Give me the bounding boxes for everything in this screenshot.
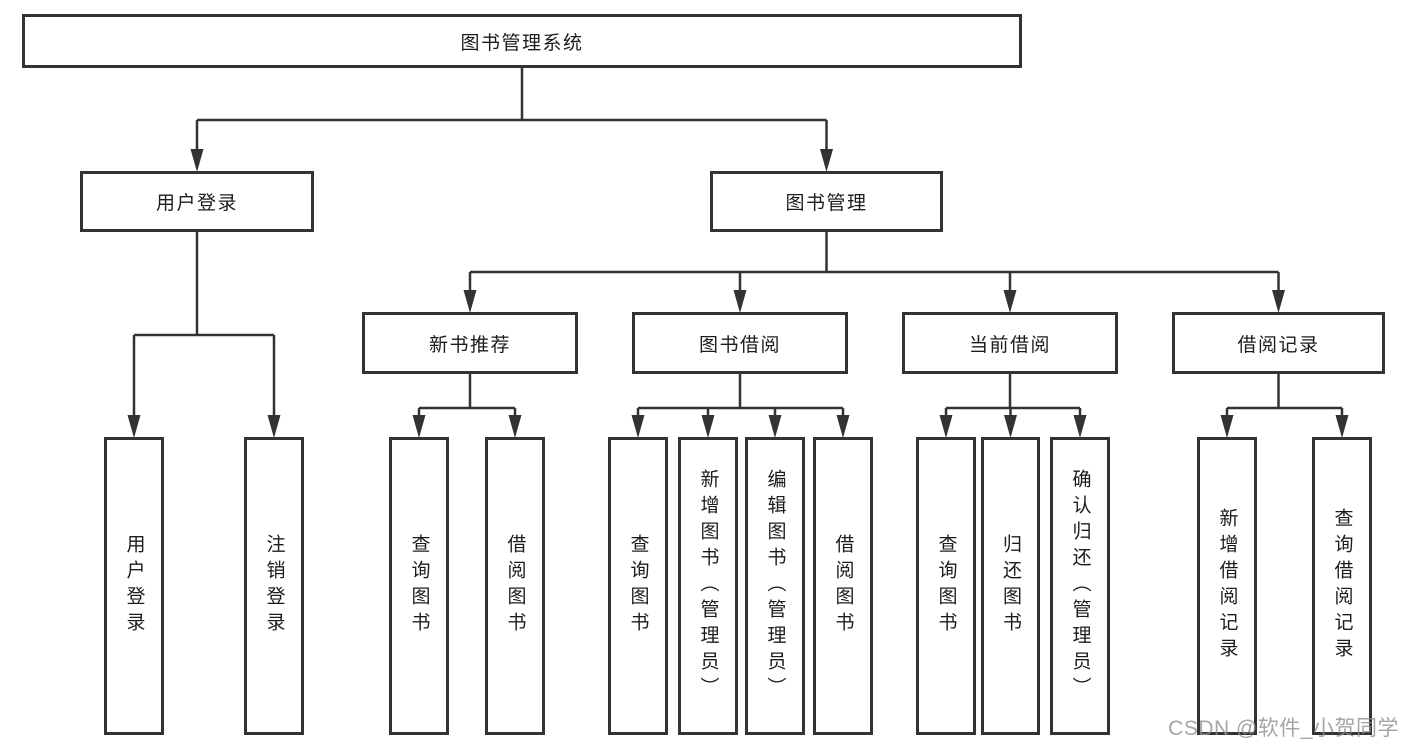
arrowhead-icon	[1220, 415, 1234, 438]
arrowhead-icon	[190, 149, 204, 172]
arrowhead-icon	[508, 415, 522, 438]
arrowhead-icon	[127, 415, 141, 438]
node-label: 图书借阅	[698, 334, 781, 356]
node-leaf-bb-add: 新增图书（管理员）	[678, 437, 738, 735]
arrowhead-icon	[733, 290, 747, 313]
node-leaf-br-query: 查询借阅记录	[1312, 437, 1372, 735]
node-label: 归还图书	[1000, 534, 1021, 638]
node-label: 借阅记录	[1237, 334, 1320, 356]
node-label: 查询图书	[408, 534, 430, 638]
node-label: 新增图书（管理员）	[697, 469, 719, 703]
node-user-login: 用户登录	[80, 171, 314, 232]
node-label: 借阅图书	[504, 534, 526, 638]
node-label: 当前借阅	[968, 334, 1051, 356]
node-label: 查询借阅记录	[1331, 508, 1353, 664]
arrowhead-icon	[1003, 290, 1017, 313]
arrowhead-icon	[463, 290, 477, 313]
node-label: 用户登录	[123, 534, 145, 638]
node-root: 图书管理系统	[22, 14, 1022, 68]
node-leaf-cb-query: 查询图书	[916, 437, 976, 735]
arrowhead-icon	[820, 149, 833, 172]
arrowhead-icon	[1272, 290, 1285, 313]
node-leaf-cb-return: 归还图书	[981, 437, 1040, 735]
node-label: 借阅图书	[832, 534, 854, 638]
node-label: 编辑图书（管理员）	[764, 469, 786, 703]
arrowhead-icon	[836, 415, 850, 438]
node-leaf-nb-query: 查询图书	[389, 437, 449, 735]
watermark: CSDN @软件_小贺同学	[1168, 717, 1399, 740]
node-leaf-user-login: 用户登录	[104, 437, 164, 735]
node-label: 图书管理系统	[460, 32, 584, 54]
node-label: 注销登录	[263, 534, 285, 638]
node-label: 图书管理	[785, 193, 868, 214]
arrowhead-icon	[1004, 415, 1017, 438]
node-current-borrow: 当前借阅	[902, 312, 1118, 374]
node-borrow-records: 借阅记录	[1172, 312, 1385, 374]
node-leaf-nb-borrow: 借阅图书	[485, 437, 545, 735]
arrowhead-icon	[939, 415, 953, 438]
node-label: 查询图书	[627, 534, 649, 638]
node-leaf-cb-confirm: 确认归还（管理员）	[1050, 437, 1110, 735]
arrowhead-icon	[1073, 415, 1087, 438]
arrowhead-icon	[631, 415, 645, 438]
node-book-mgmt: 图书管理	[710, 171, 943, 232]
arrowhead-icon	[768, 415, 782, 438]
node-book-borrow: 图书借阅	[632, 312, 848, 374]
node-leaf-bb-edit: 编辑图书（管理员）	[745, 437, 805, 735]
arrowhead-icon	[701, 415, 715, 438]
node-label: 用户登录	[155, 193, 238, 214]
node-leaf-bb-borrow: 借阅图书	[813, 437, 873, 735]
node-label: 新书推荐	[428, 334, 511, 356]
node-label: 确认归还（管理员）	[1069, 469, 1091, 703]
arrowhead-icon	[267, 415, 281, 438]
node-leaf-br-add: 新增借阅记录	[1197, 437, 1257, 735]
node-new-book-rec: 新书推荐	[362, 312, 578, 374]
connector-lines	[132, 67, 1344, 418]
node-label: 新增借阅记录	[1216, 508, 1238, 664]
node-leaf-bb-query: 查询图书	[608, 437, 668, 735]
arrowhead-icon	[1335, 415, 1349, 438]
node-leaf-logout: 注销登录	[244, 437, 304, 735]
arrowhead-icon	[412, 415, 426, 438]
node-label: 查询图书	[935, 534, 957, 638]
